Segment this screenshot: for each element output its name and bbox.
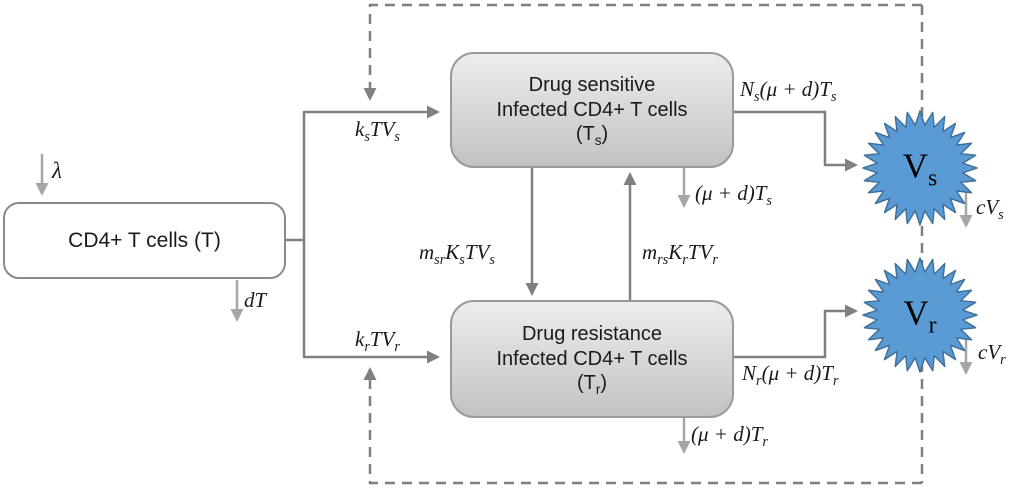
virus-clearance-r-label: cVr [978,340,1006,369]
virus-production-s-label: Ns(μ + d)Ts [740,77,837,106]
lambda-label: λ [52,158,62,183]
t-death-label: dT [244,288,267,312]
virus-clearance-s-label: cVs [976,195,1004,224]
ts-line-1: Drug sensitive [528,74,656,97]
t-cells-box: CD4+ T cells (T) [3,202,286,279]
virus-r-shape [862,257,978,373]
drug-sensitive-box: Drug sensitive Infected CD4+ T cells (Ts… [450,52,734,168]
tr-line-2: Infected CD4+ T cells [496,347,688,370]
mutation-rs-label: mrsKrTVr [642,240,718,269]
virus-s-shape [862,110,978,226]
feedback-loop-top-arrow [363,3,922,101]
virus-production-r-label: Nr(μ + d)Tr [742,361,839,390]
virus-r-label: Vr [903,293,937,339]
infection-s-label: ksTVs [355,117,400,146]
mutation-sr-label: msrKsTVs [419,240,495,269]
virus-production-r-arrow [733,304,858,359]
infection-r-label: krTVr [355,327,400,356]
tr-death-label: (μ + d)Tr [691,422,768,451]
ts-death-label: (μ + d)Ts [695,181,772,210]
ts-line-2: Infected CD4+ T cells [496,98,688,121]
virus-s-label: Vs [902,146,938,192]
tr-line-3: (Tr) [576,372,608,398]
feedback-loop-bottom-arrow [363,367,922,485]
drug-resistant-box: Drug resistance Infected CD4+ T cells (T… [450,300,734,418]
virus-production-s-arrow [733,110,858,172]
tr-line-1: Drug resistance [521,323,663,346]
ts-line-3: (Ts) [575,123,609,149]
t-cells-label: CD4+ T cells (T) [68,228,221,252]
